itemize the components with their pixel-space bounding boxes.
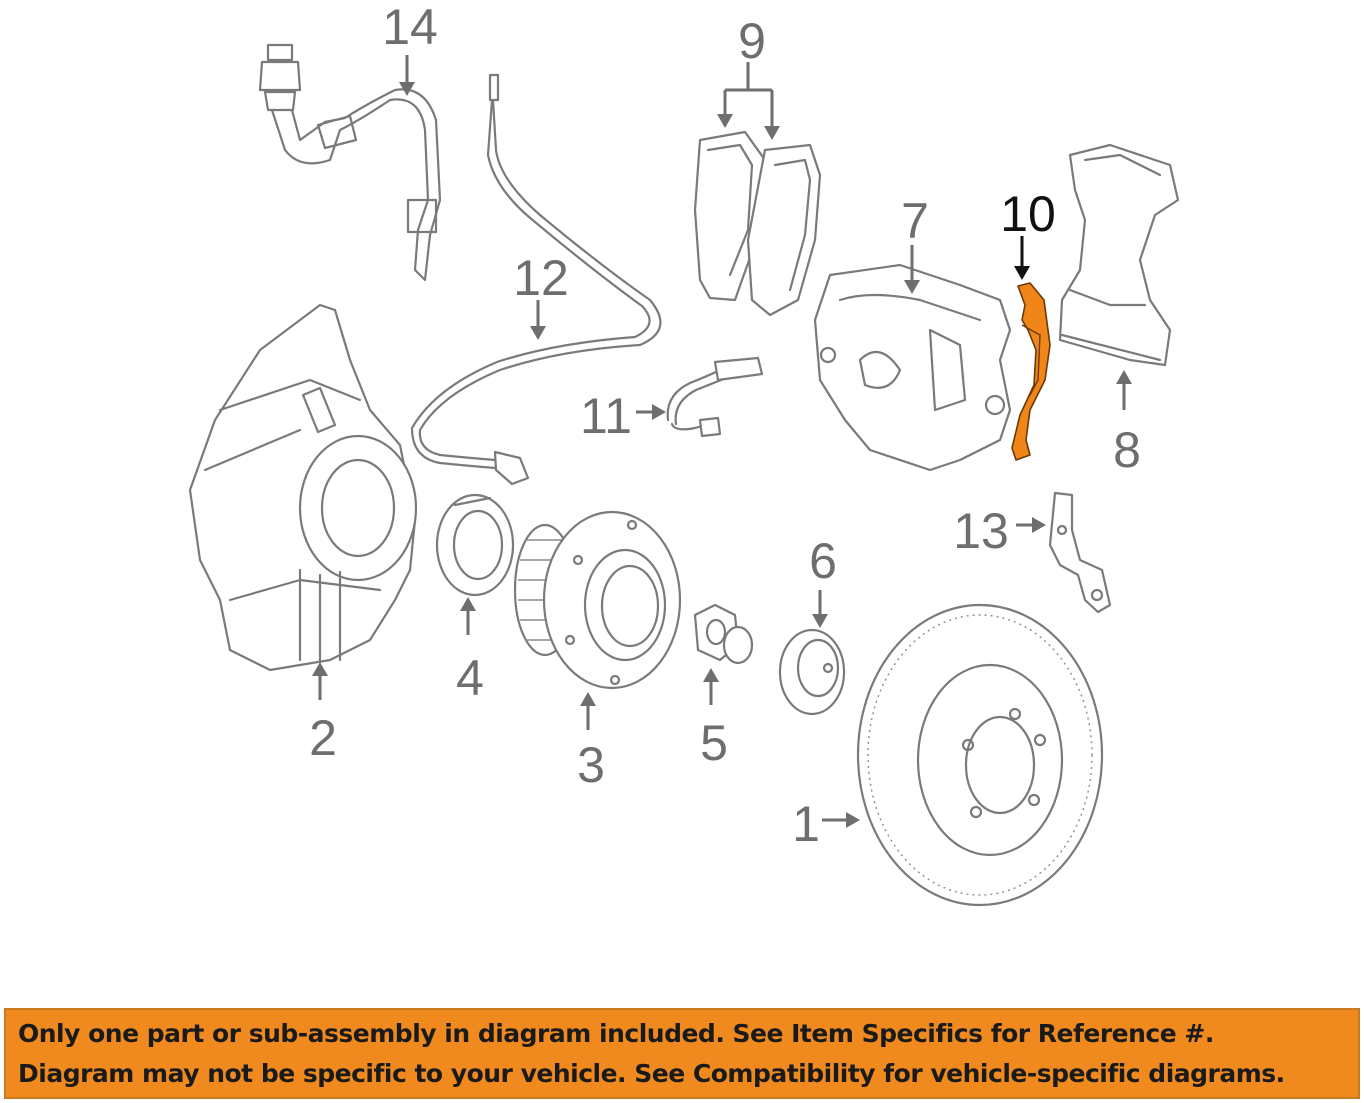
callout-8: 8	[1113, 422, 1141, 478]
part-9-brake-pads[interactable]	[693, 130, 822, 317]
part-12-sensor-cable[interactable]	[410, 73, 662, 486]
part-3-wheel-hub[interactable]	[513, 510, 682, 690]
part-8-caliper-bracket[interactable]	[1058, 143, 1180, 367]
part-1-brake-rotor[interactable]	[856, 603, 1104, 907]
part-13-bracket[interactable]	[1048, 491, 1112, 614]
part-10-pad-spring-clip[interactable]	[1011, 282, 1051, 461]
callout-13: 13	[953, 503, 1009, 559]
callout-11: 11	[580, 388, 632, 444]
callout-2: 2	[309, 710, 337, 766]
part-7-caliper[interactable]	[813, 263, 1012, 472]
disclaimer-line-2: Diagram may not be specific to your vehi…	[18, 1058, 1285, 1088]
callout-1: 1	[792, 796, 820, 852]
callout-10: 10	[1000, 186, 1056, 242]
part-4-seal[interactable]	[435, 493, 515, 597]
part-6-dust-cap[interactable]	[778, 628, 846, 716]
callout-3: 3	[577, 737, 605, 793]
callout-4: 4	[456, 650, 484, 706]
part-5-hub-nut[interactable]	[693, 603, 754, 665]
part-11-wear-sensor[interactable]	[666, 356, 764, 438]
callout-12: 12	[513, 250, 569, 306]
part-14-brake-hose[interactable]	[258, 43, 442, 282]
disclaimer-line-1: Only one part or sub-assembly in diagram…	[18, 1018, 1214, 1048]
callout-5: 5	[700, 715, 728, 771]
callout-7: 7	[901, 193, 929, 249]
part-2-splash-shield[interactable]	[188, 303, 418, 672]
callout-9: 9	[738, 13, 766, 69]
disclaimer-banner: Only one part or sub-assembly in diagram…	[4, 1008, 1360, 1099]
callout-6: 6	[809, 533, 837, 589]
parts-diagram: 14 12 9 7 8	[188, 0, 1180, 907]
callout-14: 14	[382, 0, 438, 55]
